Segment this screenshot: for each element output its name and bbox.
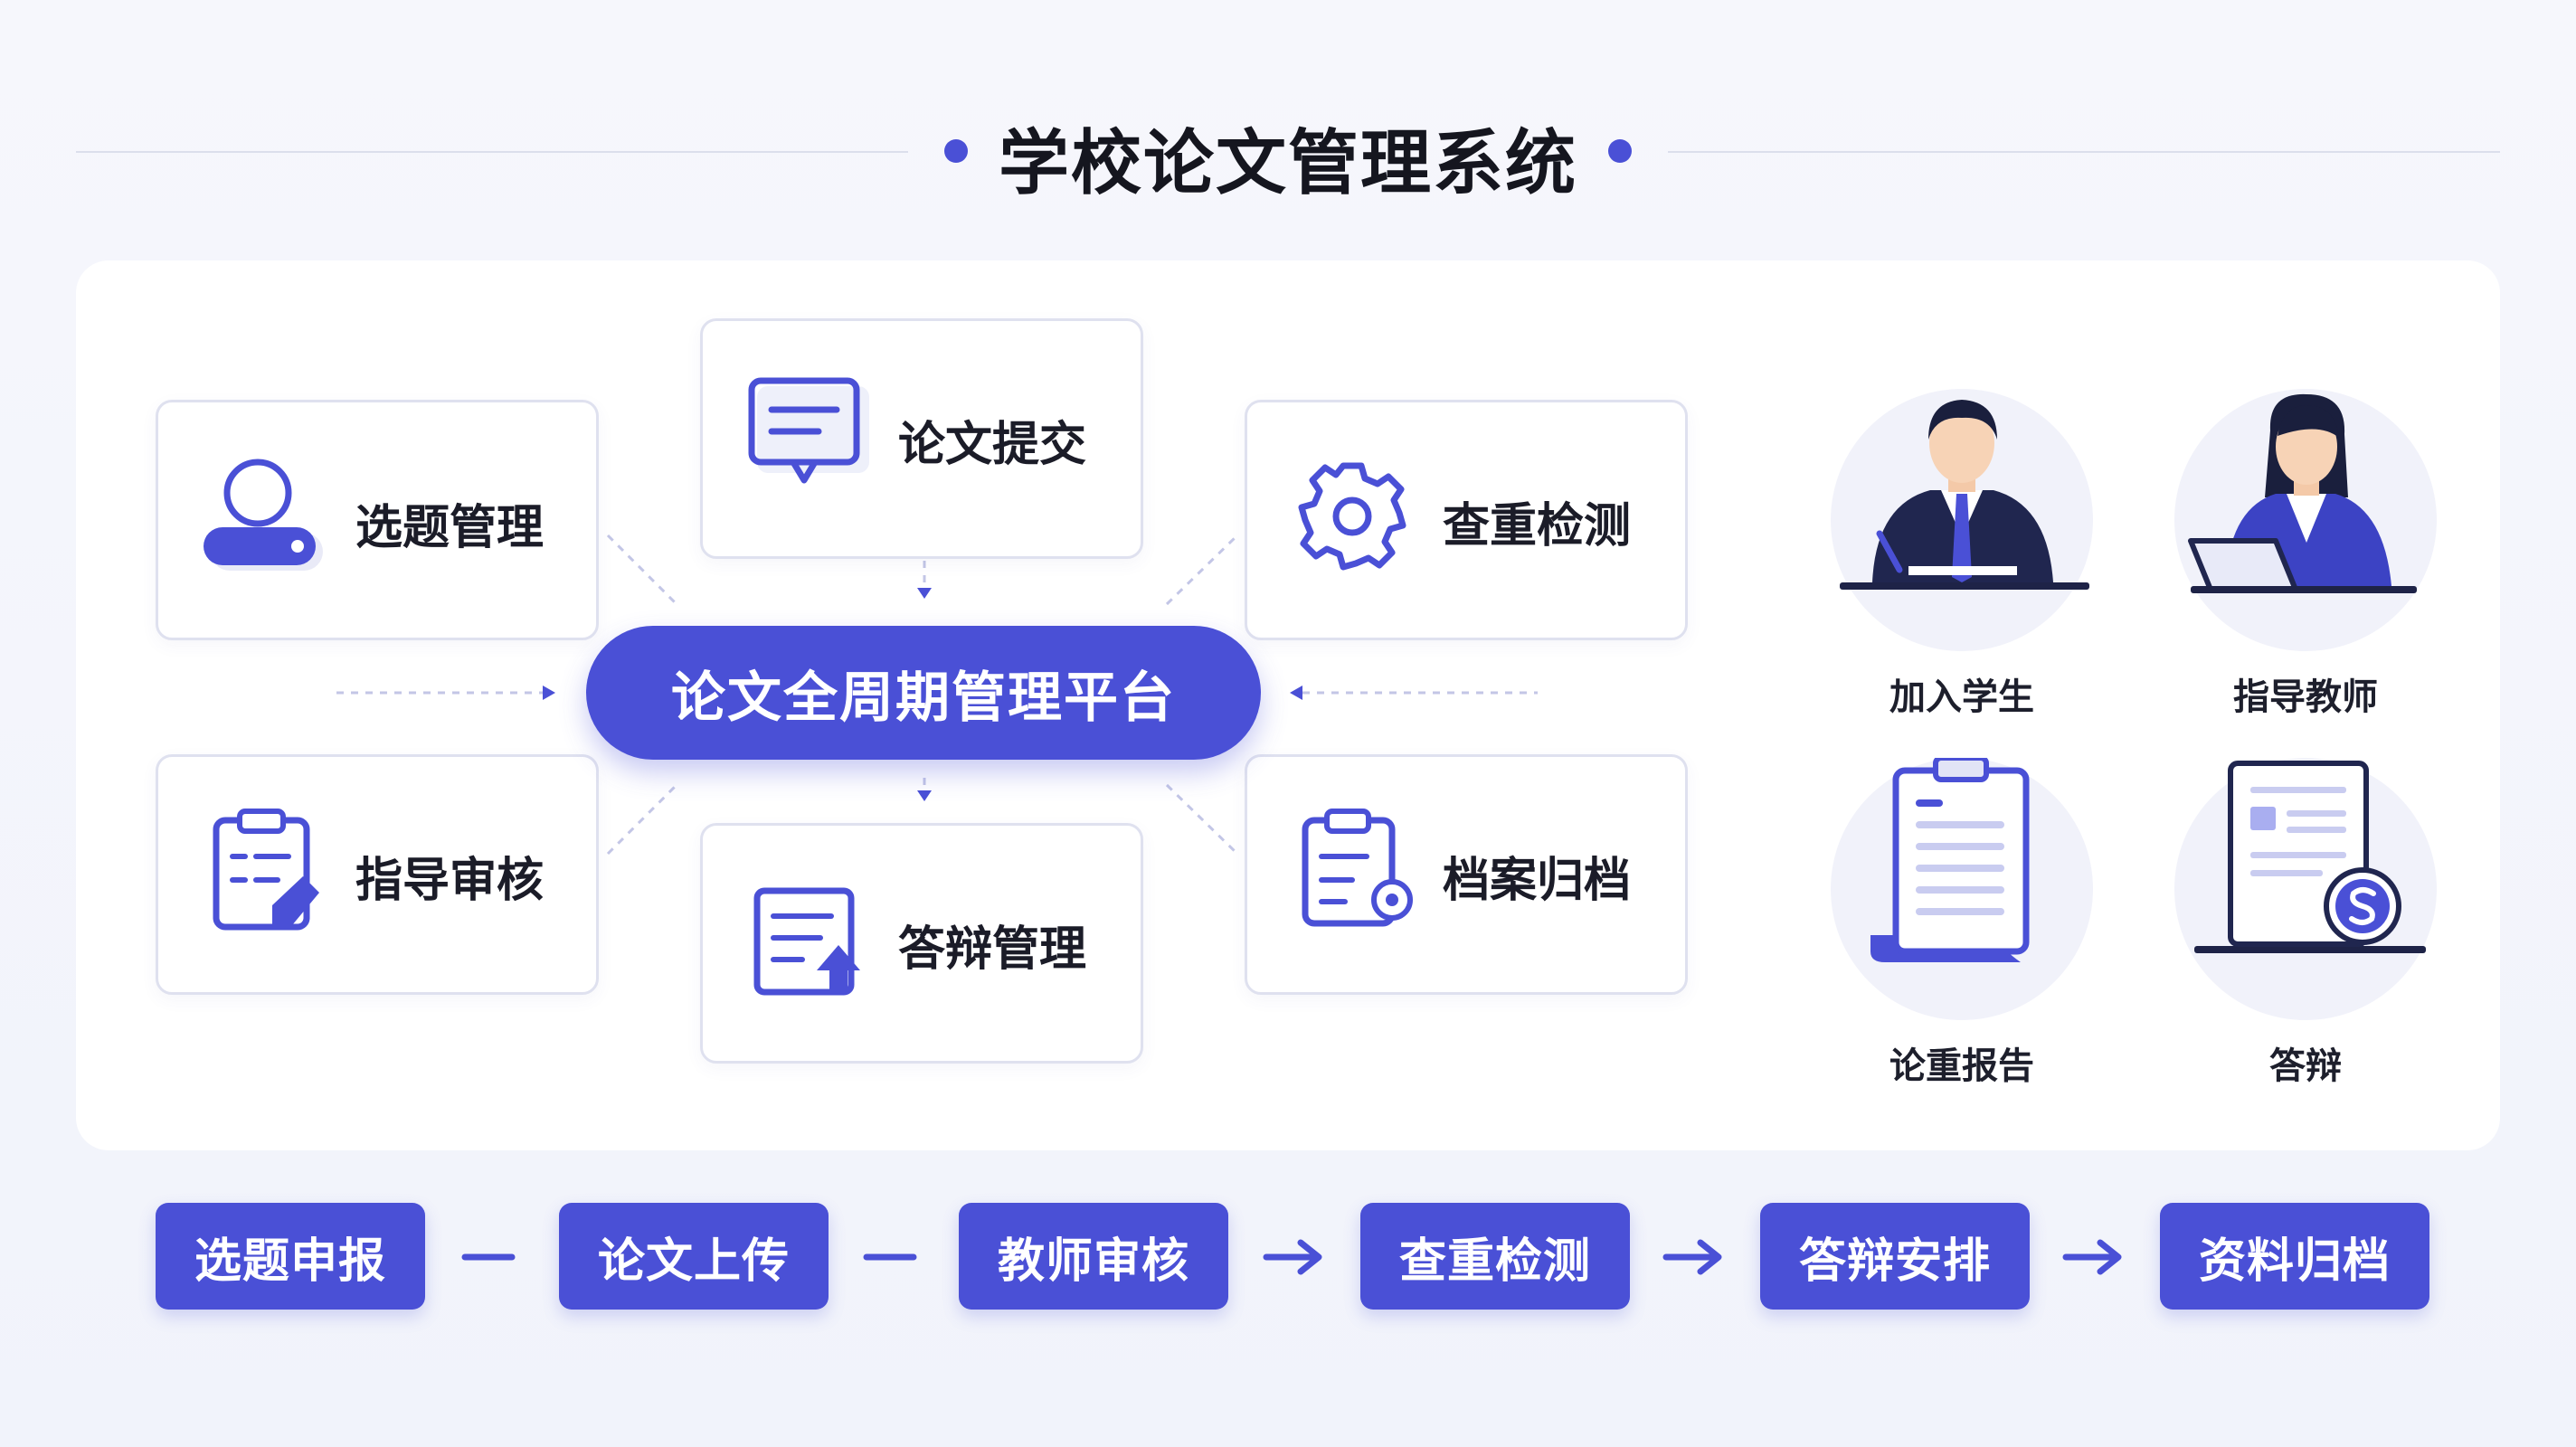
teacher-icon bbox=[2188, 393, 2417, 593]
document-upload-icon bbox=[753, 887, 860, 996]
flow-arrow-connector bbox=[1263, 1239, 1322, 1275]
flow-step-label: 教师审核 bbox=[997, 1234, 1189, 1289]
module-card-archive[interactable]: 档案归档 bbox=[1245, 754, 1688, 995]
clipboard-gear-icon bbox=[1302, 809, 1413, 927]
flow-step-label: 查重检测 bbox=[1398, 1234, 1591, 1289]
module-card-defense-mgmt[interactable]: 答辩管理 bbox=[700, 823, 1143, 1064]
module-label: 指导审核 bbox=[355, 854, 545, 908]
report-icon bbox=[1870, 758, 2030, 962]
module-label: 选题管理 bbox=[355, 501, 545, 555]
flow-step-3[interactable]: 教师审核 bbox=[959, 1203, 1228, 1310]
role-defense[interactable]: 答辩 bbox=[2174, 758, 2437, 1089]
central-platform-hub[interactable]: 论文全周期管理平台 bbox=[586, 626, 1261, 760]
message-icon bbox=[748, 377, 869, 484]
role-circle bbox=[2174, 758, 2437, 1020]
page-title: 学校论文管理系统 bbox=[998, 123, 1577, 204]
role-circle bbox=[1831, 758, 2093, 1020]
student-icon bbox=[1840, 400, 2089, 590]
module-label: 论文提交 bbox=[898, 418, 1087, 472]
flow-step-label: 答辩安排 bbox=[1798, 1234, 1991, 1289]
clipboard-edit-icon bbox=[213, 809, 319, 931]
module-card-paper-submit[interactable]: 论文提交 bbox=[700, 318, 1143, 559]
hub-label: 论文全周期管理平台 bbox=[671, 666, 1176, 730]
flow-step-6[interactable]: 资料归档 bbox=[2160, 1203, 2429, 1310]
flow-step-label: 选题申报 bbox=[194, 1234, 386, 1289]
flow-step-label: 论文上传 bbox=[597, 1234, 790, 1289]
flow-step-5[interactable]: 答辩安排 bbox=[1760, 1203, 2030, 1310]
role-teacher[interactable]: 指导教师 bbox=[2174, 389, 2437, 720]
gear-icon bbox=[1298, 462, 1406, 571]
flow-step-label: 资料归档 bbox=[2198, 1234, 2391, 1289]
role-label: 论重报告 bbox=[1889, 1045, 2034, 1087]
role-circle bbox=[1831, 389, 2093, 651]
title-line-left bbox=[76, 151, 908, 153]
flow-arrow-connector bbox=[1662, 1239, 1722, 1275]
role-label: 加入学生 bbox=[1889, 676, 2034, 718]
defense-icon bbox=[2194, 761, 2426, 953]
role-label: 指导教师 bbox=[2233, 676, 2378, 718]
module-label: 答辩管理 bbox=[898, 922, 1087, 977]
flow-step-1[interactable]: 选题申报 bbox=[156, 1203, 425, 1310]
title-dot-right bbox=[1608, 139, 1632, 163]
title-line-right bbox=[1668, 151, 2500, 153]
flow-step-4[interactable]: 查重检测 bbox=[1360, 1203, 1630, 1310]
user-icon bbox=[204, 459, 323, 571]
flow-dash-connector bbox=[863, 1253, 917, 1261]
role-circle bbox=[2174, 389, 2437, 651]
module-card-plagiarism-check[interactable]: 查重检测 bbox=[1245, 400, 1688, 640]
flow-arrow-connector bbox=[2062, 1239, 2122, 1275]
module-card-guidance-review[interactable]: 指导审核 bbox=[156, 754, 599, 995]
module-label: 查重检测 bbox=[1443, 499, 1632, 553]
flow-dash-connector bbox=[461, 1253, 516, 1261]
role-label: 答辩 bbox=[2269, 1045, 2342, 1087]
module-card-topic-mgmt[interactable]: 选题管理 bbox=[156, 400, 599, 640]
role-student[interactable]: 加入学生 bbox=[1831, 389, 2093, 720]
role-report[interactable]: 论重报告 bbox=[1831, 758, 2093, 1089]
flow-step-2[interactable]: 论文上传 bbox=[559, 1203, 829, 1310]
module-label: 档案归档 bbox=[1443, 854, 1632, 908]
title-dot-left bbox=[944, 139, 968, 163]
